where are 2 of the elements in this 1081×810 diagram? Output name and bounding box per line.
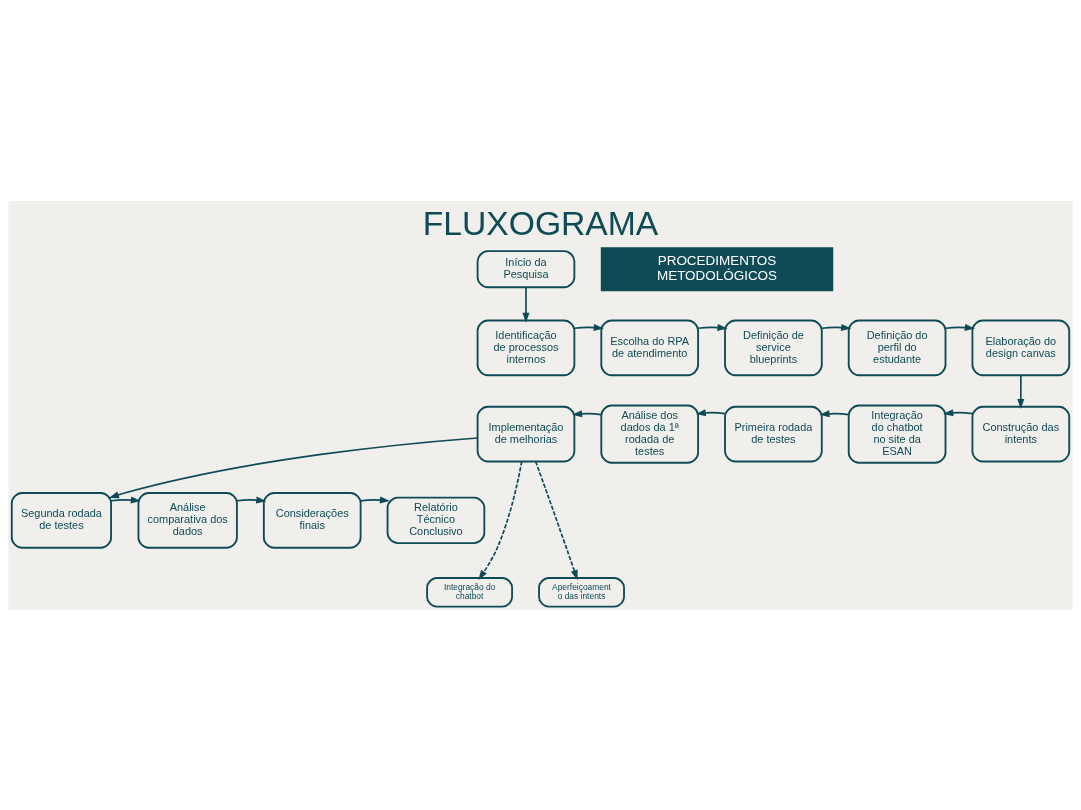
diagram-title: FLUXOGRAMA: [422, 204, 659, 242]
label: PROCEDIMENTOS METODOLÓGICOS: [656, 252, 778, 283]
